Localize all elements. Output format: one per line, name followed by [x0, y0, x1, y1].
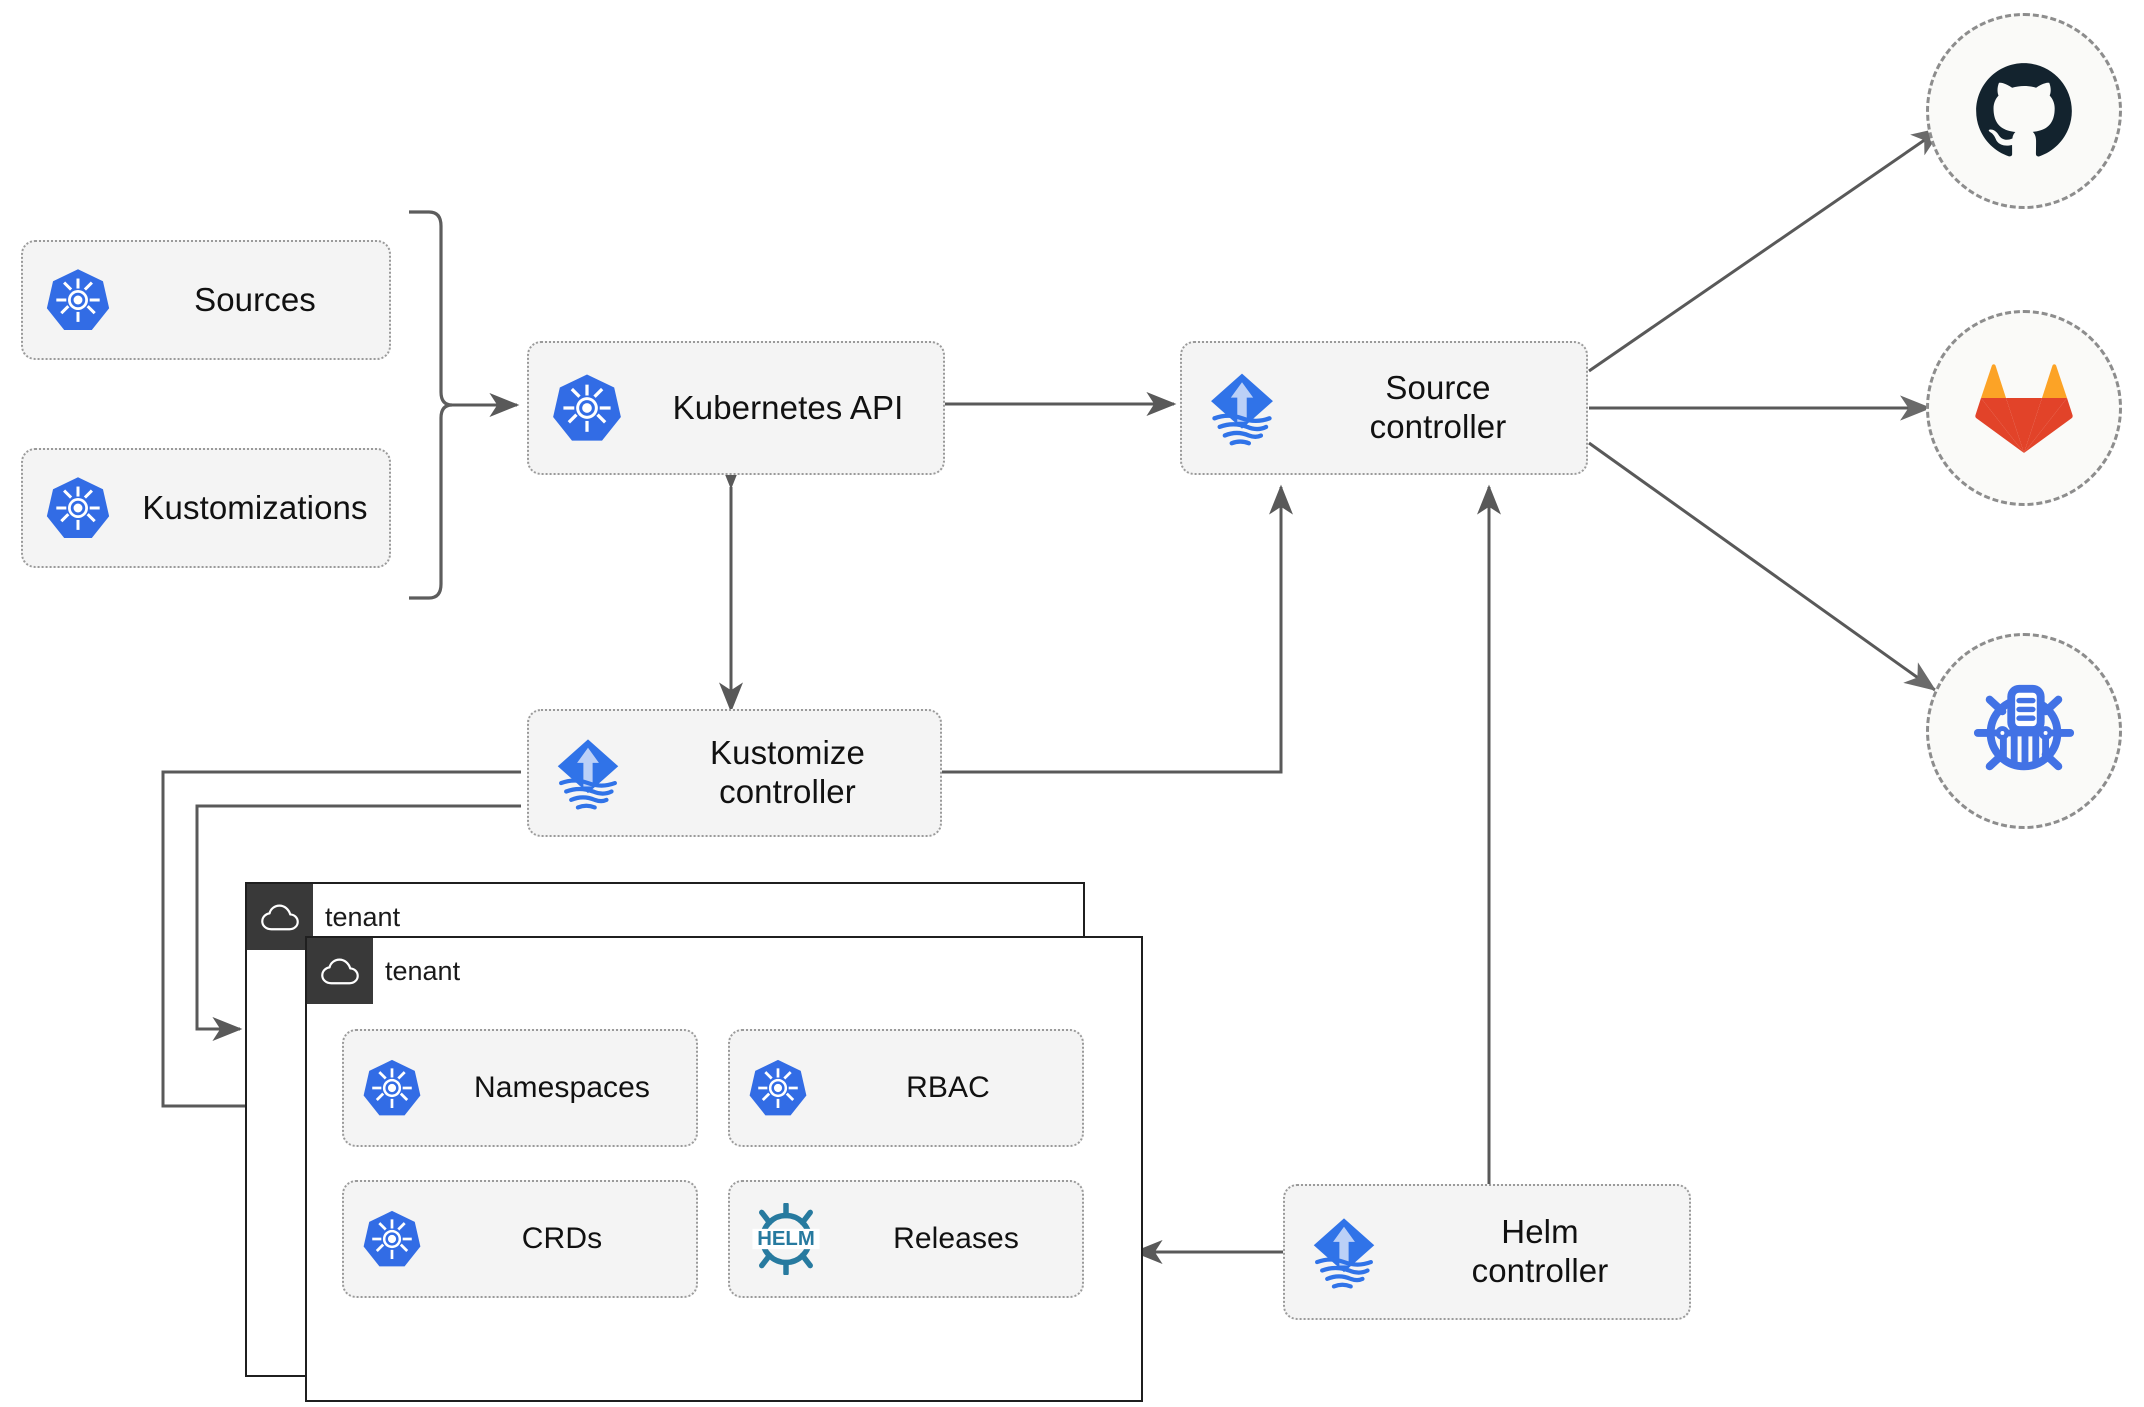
kubernetes-icon [730, 1057, 826, 1119]
node-label: Sources [194, 280, 316, 318]
node-label-line2: controller [719, 773, 856, 810]
tenant-inner[interactable]: tenant [305, 936, 1143, 1402]
tenant-label: tenant [385, 955, 461, 986]
cloud-icon [247, 884, 313, 950]
source-gitlab[interactable] [1926, 310, 2122, 506]
source-chart-repository[interactable] [1926, 633, 2122, 829]
kubernetes-icon [23, 266, 133, 334]
node-namespaces[interactable]: Namespaces [342, 1029, 698, 1147]
helm-wordmark: HELM [757, 1228, 815, 1250]
node-label: Namespaces [473, 1071, 651, 1105]
kubernetes-icon [344, 1208, 440, 1270]
node-helm-controller[interactable]: Helm controller [1283, 1184, 1691, 1320]
node-label: Kubernetes API [672, 388, 904, 426]
tenant-label: tenant [325, 901, 401, 932]
node-label-line1: Source [1385, 369, 1491, 407]
node-label-line2: controller [1471, 1252, 1609, 1289]
flux-icon [1182, 365, 1302, 451]
gitlab-icon [1975, 364, 2073, 453]
node-kustomizations[interactable]: Kustomizations [21, 448, 391, 568]
flux-icon [1285, 1210, 1403, 1294]
node-kubernetes-api[interactable]: Kubernetes API [527, 341, 945, 475]
node-label-line2: controller [1369, 408, 1507, 445]
source-github[interactable] [1926, 13, 2122, 209]
kubernetes-icon [529, 371, 645, 445]
node-label: Kustomizations [142, 488, 368, 526]
node-label: CRDs [521, 1222, 603, 1256]
node-crds[interactable]: CRDs [342, 1180, 698, 1298]
helm-icon: HELM [730, 1203, 842, 1275]
cloud-icon [307, 938, 373, 1004]
node-label: Helm controller [1403, 1213, 1689, 1291]
kubernetes-icon [344, 1057, 440, 1119]
chart-repository-icon [1973, 684, 2075, 771]
node-label-line1: Kustomize [710, 734, 865, 772]
flux-icon [529, 731, 647, 815]
node-label-line1: Helm [1501, 1213, 1579, 1251]
github-icon [1976, 63, 2072, 157]
node-source-controller[interactable]: Source controller [1180, 341, 1588, 475]
node-rbac[interactable]: RBAC [728, 1029, 1084, 1147]
node-kustomize-controller[interactable]: Kustomize controller [527, 709, 942, 837]
node-label: Kustomize controller [647, 734, 940, 812]
node-label: Releases [893, 1222, 1019, 1256]
node-label: RBAC [906, 1071, 990, 1105]
kubernetes-icon [23, 474, 133, 542]
node-releases[interactable]: HELM Releases [728, 1180, 1084, 1298]
node-sources[interactable]: Sources [21, 240, 391, 360]
node-label: Source controller [1302, 369, 1586, 447]
